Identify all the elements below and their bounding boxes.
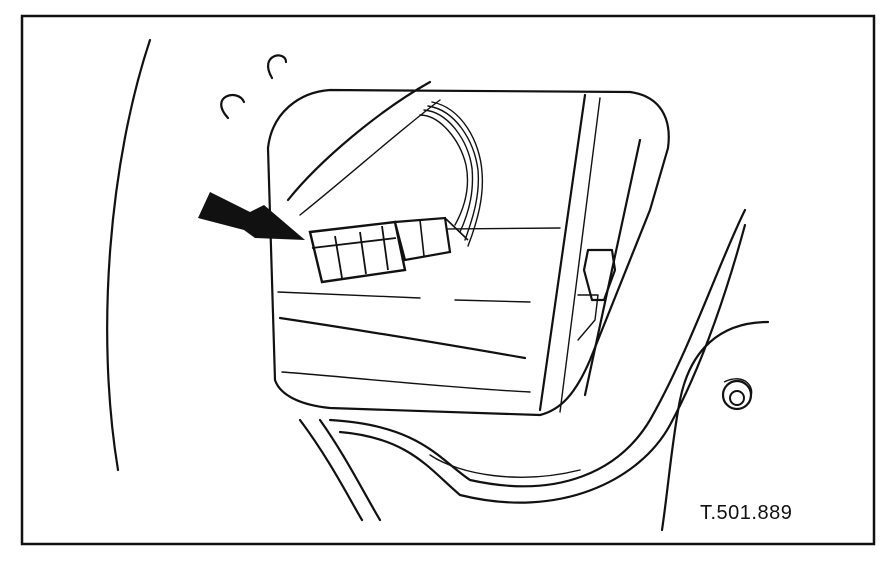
wire-connector-icon <box>308 216 469 284</box>
wire-harness <box>419 101 484 247</box>
panel-line-3 <box>278 316 527 360</box>
arrow-pointer-icon <box>198 192 305 240</box>
lower-trim-inner <box>318 418 382 522</box>
panel-line-1 <box>277 291 421 299</box>
panel-line-2 <box>454 299 531 303</box>
sill-line-1 <box>328 208 747 488</box>
clip-hook-top <box>267 54 288 80</box>
sill-line-2 <box>338 223 747 504</box>
panel-line-4 <box>281 371 531 393</box>
sill-line-3 <box>429 454 581 478</box>
bolt-head-icon <box>721 378 753 411</box>
latch-part <box>582 248 617 302</box>
pillar-line-3 <box>583 138 642 397</box>
pillar-line-2 <box>559 97 601 413</box>
panel-inner-curve <box>286 80 432 202</box>
lower-trim-outer <box>298 418 364 522</box>
clip-hook-left <box>220 93 246 120</box>
latch-detail <box>577 294 599 341</box>
panel-opening-outline <box>266 88 670 417</box>
figure-frame <box>20 14 876 546</box>
figure-reference-code: T.501.889 <box>700 502 793 524</box>
body-edge-curve <box>106 38 152 472</box>
panel-inner-curve-2 <box>299 99 441 216</box>
pillar-line-1 <box>538 93 587 412</box>
fender-edge <box>660 320 770 532</box>
